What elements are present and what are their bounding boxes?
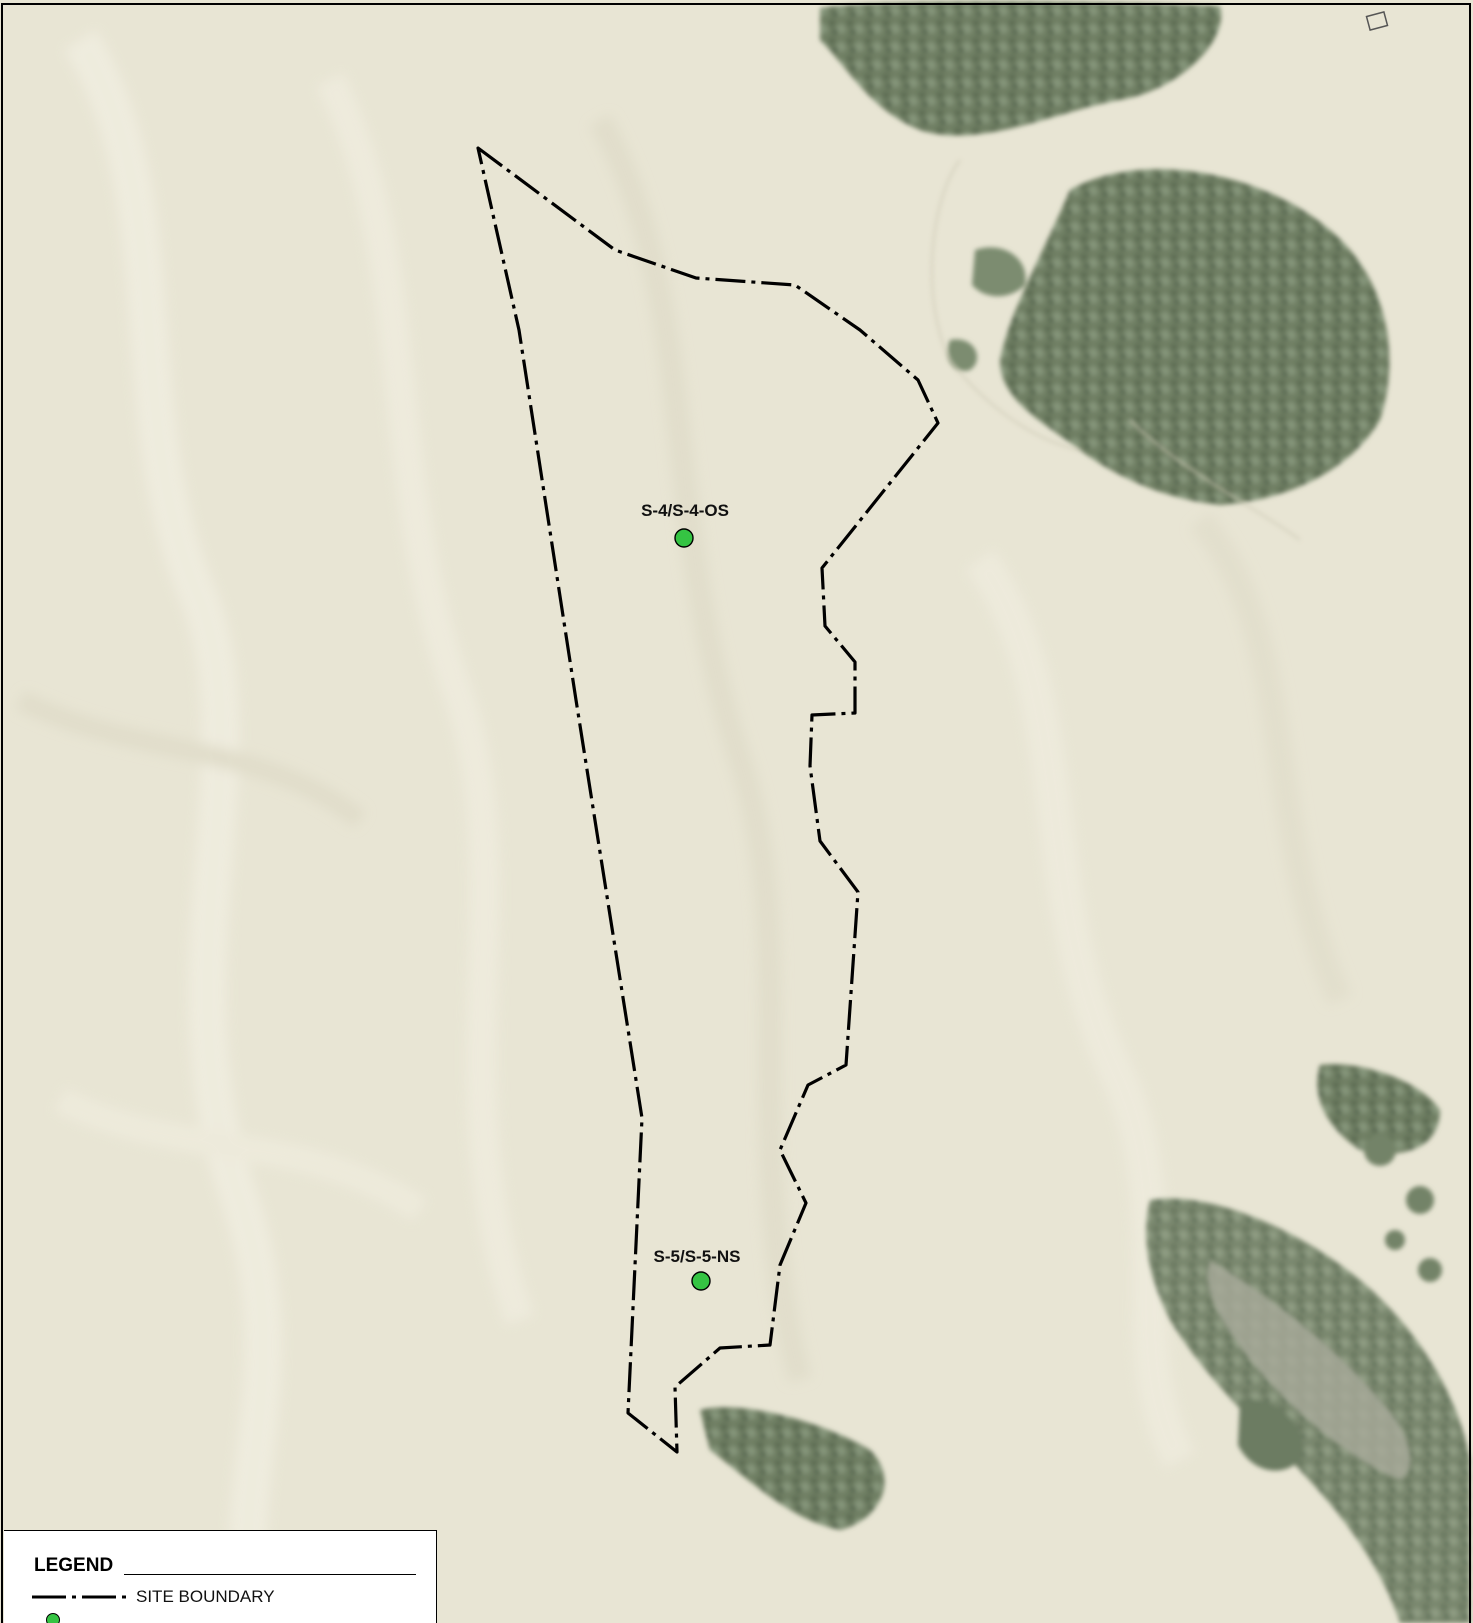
sample-label: S-4/S-4-OS: [641, 501, 729, 520]
site-boundary: [476, 146, 940, 1454]
structure: [1365, 10, 1389, 32]
vegetation: [700, 1, 1470, 1623]
sample-point-s4[interactable]: S-4/S-4-OS: [641, 501, 729, 548]
cleared-areas: [930, 159, 1411, 1480]
green-circle-icon: [46, 1613, 60, 1623]
sample-label: S-5/S-5-NS: [654, 1247, 741, 1266]
legend-item-label: SITE BOUNDARY: [136, 1587, 275, 1606]
dune-texture: [15, 29, 1352, 1623]
map-border: [1, 3, 1471, 1623]
sample-marker: [674, 528, 694, 548]
legend-item-sample: [32, 1611, 68, 1623]
legend-title: LEGEND: [34, 1555, 114, 1576]
sample-marker: [691, 1271, 711, 1291]
legend-panel: LEGEND SITE BOUNDARY: [4, 1530, 437, 1623]
legend-divider: [124, 1574, 416, 1575]
dash-dot-line-icon: [32, 1595, 128, 1599]
sample-point-s5[interactable]: S-5/S-5-NS: [654, 1247, 741, 1291]
legend-item-site-boundary: SITE BOUNDARY: [32, 1586, 275, 1608]
